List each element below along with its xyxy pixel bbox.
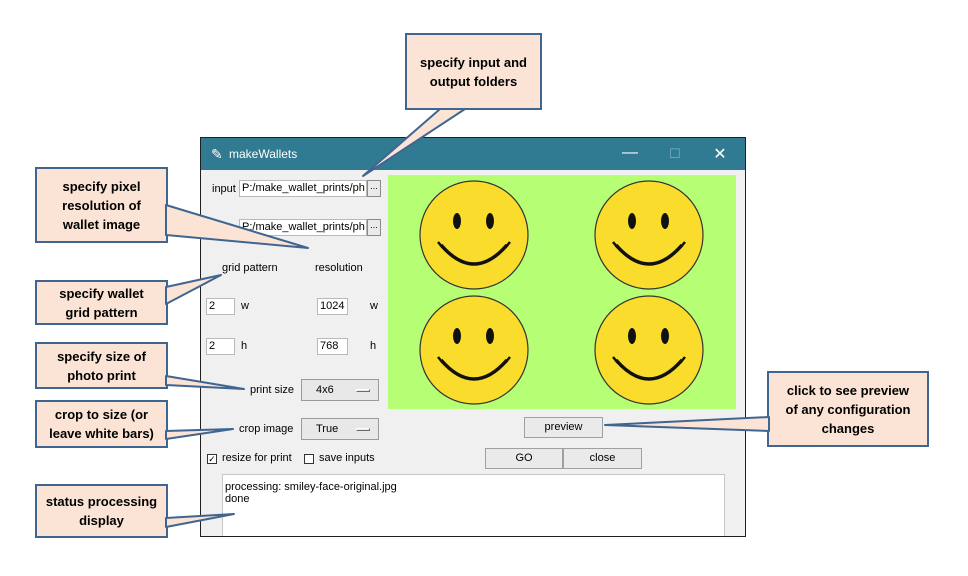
go-button[interactable]: GO xyxy=(485,448,563,469)
callout-pixel-resolution: specify pixel resolution of wallet image xyxy=(35,167,168,243)
callout-preview: click to see preview of any configuratio… xyxy=(767,371,929,447)
callout-folders: specify input and output folders xyxy=(405,33,542,110)
window-title: makeWallets xyxy=(229,147,298,161)
title-bar: ✎ makeWallets — ☐ ✕ xyxy=(201,138,745,170)
crop-image-label: crop image xyxy=(239,423,294,435)
dropdown-indicator-icon xyxy=(356,389,370,392)
grid-w-label: w xyxy=(241,300,249,312)
grid-pattern-label: grid pattern xyxy=(222,262,278,274)
callout-print-size: specify size of photo print xyxy=(35,342,168,389)
smiley-face xyxy=(594,295,704,405)
wallet-preview-image xyxy=(388,175,736,409)
output-folder-field[interactable]: P:/make_wallet_prints/ph xyxy=(239,219,367,236)
feather-icon: ✎ xyxy=(211,146,223,162)
close-icon[interactable]: ✕ xyxy=(713,146,727,163)
input-folder-field[interactable]: P:/make_wallet_prints/ph xyxy=(239,180,367,197)
status-line: processing: smiley-face-original.jpg xyxy=(225,481,397,493)
save-inputs-checkbox[interactable] xyxy=(304,454,314,464)
output-label: output xyxy=(201,222,226,234)
print-size-dropdown[interactable]: 4x6 xyxy=(301,379,379,401)
input-browse-button[interactable]: ... xyxy=(367,180,381,197)
smiley-face xyxy=(419,180,529,290)
smiley-face xyxy=(419,295,529,405)
resize-for-print-label: resize for print xyxy=(222,452,292,464)
grid-w-field[interactable]: 2 xyxy=(206,298,235,315)
callout-status: status processing display xyxy=(35,484,168,538)
grid-h-field[interactable]: 2 xyxy=(206,338,235,355)
grid-h-label: h xyxy=(241,340,248,352)
save-inputs-label: save inputs xyxy=(319,452,375,464)
resolution-h-field[interactable]: 768 xyxy=(317,338,348,355)
crop-image-dropdown[interactable]: True xyxy=(301,418,379,440)
close-button[interactable]: close xyxy=(563,448,642,469)
minimize-icon[interactable]: — xyxy=(622,144,638,161)
preview-button[interactable]: preview xyxy=(524,417,603,438)
dropdown-indicator-icon xyxy=(356,428,370,431)
input-label: input xyxy=(212,183,236,195)
status-display: processing: smiley-face-original.jpg don… xyxy=(222,474,725,536)
smiley-grid-preview xyxy=(419,180,704,405)
resolution-label: resolution xyxy=(315,262,363,274)
print-size-value: 4x6 xyxy=(316,384,334,396)
resolution-h-label: h xyxy=(370,340,377,352)
maximize-icon[interactable]: ☐ xyxy=(669,146,681,161)
resolution-w-field[interactable]: 1024 xyxy=(317,298,348,315)
status-line: done xyxy=(225,493,250,505)
crop-image-value: True xyxy=(316,423,339,435)
output-browse-button[interactable]: ... xyxy=(367,219,381,236)
callout-crop: crop to size (or leave white bars) xyxy=(35,400,168,448)
resize-for-print-checkbox[interactable]: ✓ xyxy=(207,454,217,464)
resolution-w-label: w xyxy=(370,300,378,312)
callout-grid-pattern: specify wallet grid pattern xyxy=(35,280,168,325)
print-size-label: print size xyxy=(250,384,295,396)
smiley-face xyxy=(594,180,704,290)
makewallets-window: ✎ makeWallets — ☐ ✕ input P:/make_wallet… xyxy=(200,137,746,537)
